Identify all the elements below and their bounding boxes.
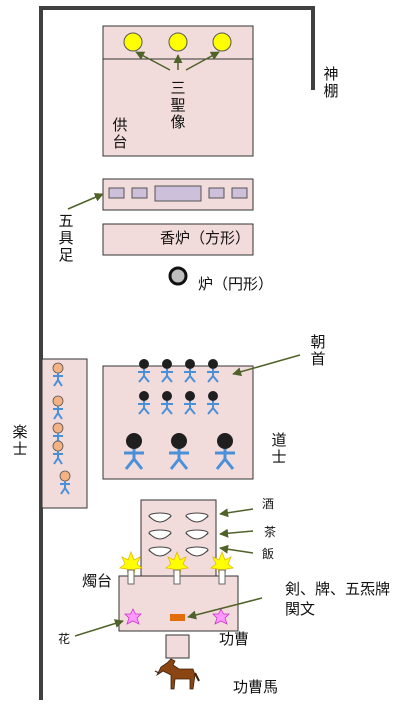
kamidana-label: 神棚 (323, 65, 339, 100)
sanseizo-label: 三聖像 (170, 79, 186, 131)
choshu-label: 朝首 (310, 333, 326, 368)
bowl-rice-1 (148, 546, 172, 557)
choshu-7 (184, 391, 196, 415)
musician-4 (52, 440, 64, 465)
kosouba-label: 功曹馬 (233, 678, 279, 696)
implement-1 (108, 187, 125, 199)
choshu-8 (207, 391, 219, 415)
musician-figures (52, 362, 71, 495)
doshi-1 (124, 433, 144, 470)
arrow-gogusoku (67, 193, 104, 210)
arrow-cha (219, 528, 254, 538)
bowl-tea-2 (185, 529, 209, 540)
kamidana-frame (39, 6, 315, 700)
shokudai-label: 燭台 (82, 572, 113, 590)
choshu-figures (138, 359, 219, 415)
documents-block (170, 614, 185, 621)
cha-label: 茶 (264, 525, 277, 539)
statue-right (212, 32, 232, 52)
gakushi-label: 楽士 (12, 423, 28, 458)
offering-bowls (148, 512, 209, 557)
arrow-sake (219, 508, 254, 518)
kyodai-label: 供台 (112, 116, 128, 151)
bowl-sake-2 (185, 512, 209, 523)
doshi-3 (215, 433, 235, 470)
candle-right (210, 550, 234, 585)
choshu-1 (138, 359, 150, 383)
musician-2 (52, 395, 64, 420)
choshu-4 (207, 359, 219, 383)
kosou-label: 功曹 (219, 630, 250, 648)
candles (119, 550, 234, 585)
gogusoku-label: 五具足 (58, 212, 74, 264)
implement-3 (154, 185, 202, 202)
implement-4 (208, 187, 225, 199)
musician-5 (59, 470, 71, 495)
implement-5 (231, 187, 248, 199)
choshu-3 (184, 359, 196, 383)
bowl-sake-1 (148, 512, 172, 523)
doshi-2 (169, 433, 189, 470)
sake-label: 酒 (262, 497, 275, 511)
han-label: 飯 (262, 547, 275, 561)
choshu-6 (161, 391, 173, 415)
statue-center (168, 32, 188, 52)
flower-left (124, 608, 142, 625)
arrow-choshu (232, 354, 301, 377)
bowl-rice-2 (185, 546, 209, 557)
statue-left (123, 32, 143, 52)
candle-center (165, 550, 189, 585)
hana-label: 花 (58, 632, 71, 646)
bowl-tea-1 (148, 529, 172, 540)
musician-1 (52, 362, 64, 387)
arrow-hana (74, 619, 124, 637)
koro-box (102, 223, 254, 256)
items-label: 剣、牌、五炁牌 (285, 580, 391, 598)
horse-icon (154, 658, 200, 690)
doshi-figures (124, 433, 235, 470)
arrow-items (187, 597, 263, 620)
ro-circle (168, 266, 188, 286)
arrow-han (219, 544, 254, 554)
arrow-statue-right (185, 51, 220, 71)
candle-left (119, 550, 143, 585)
kosou-box (165, 634, 190, 659)
flower-right (212, 608, 230, 625)
choshu-5 (138, 391, 150, 415)
ro-label: 炉（円形） (198, 275, 274, 293)
doshi-label: 道士 (271, 431, 287, 466)
choshu-2 (161, 359, 173, 383)
musician-3 (52, 422, 64, 447)
implement-2 (131, 187, 148, 199)
arrow-statue-left (135, 51, 171, 71)
koro-label: 香炉（方形） (160, 229, 251, 247)
kanbun-label: 関文 (285, 600, 316, 618)
